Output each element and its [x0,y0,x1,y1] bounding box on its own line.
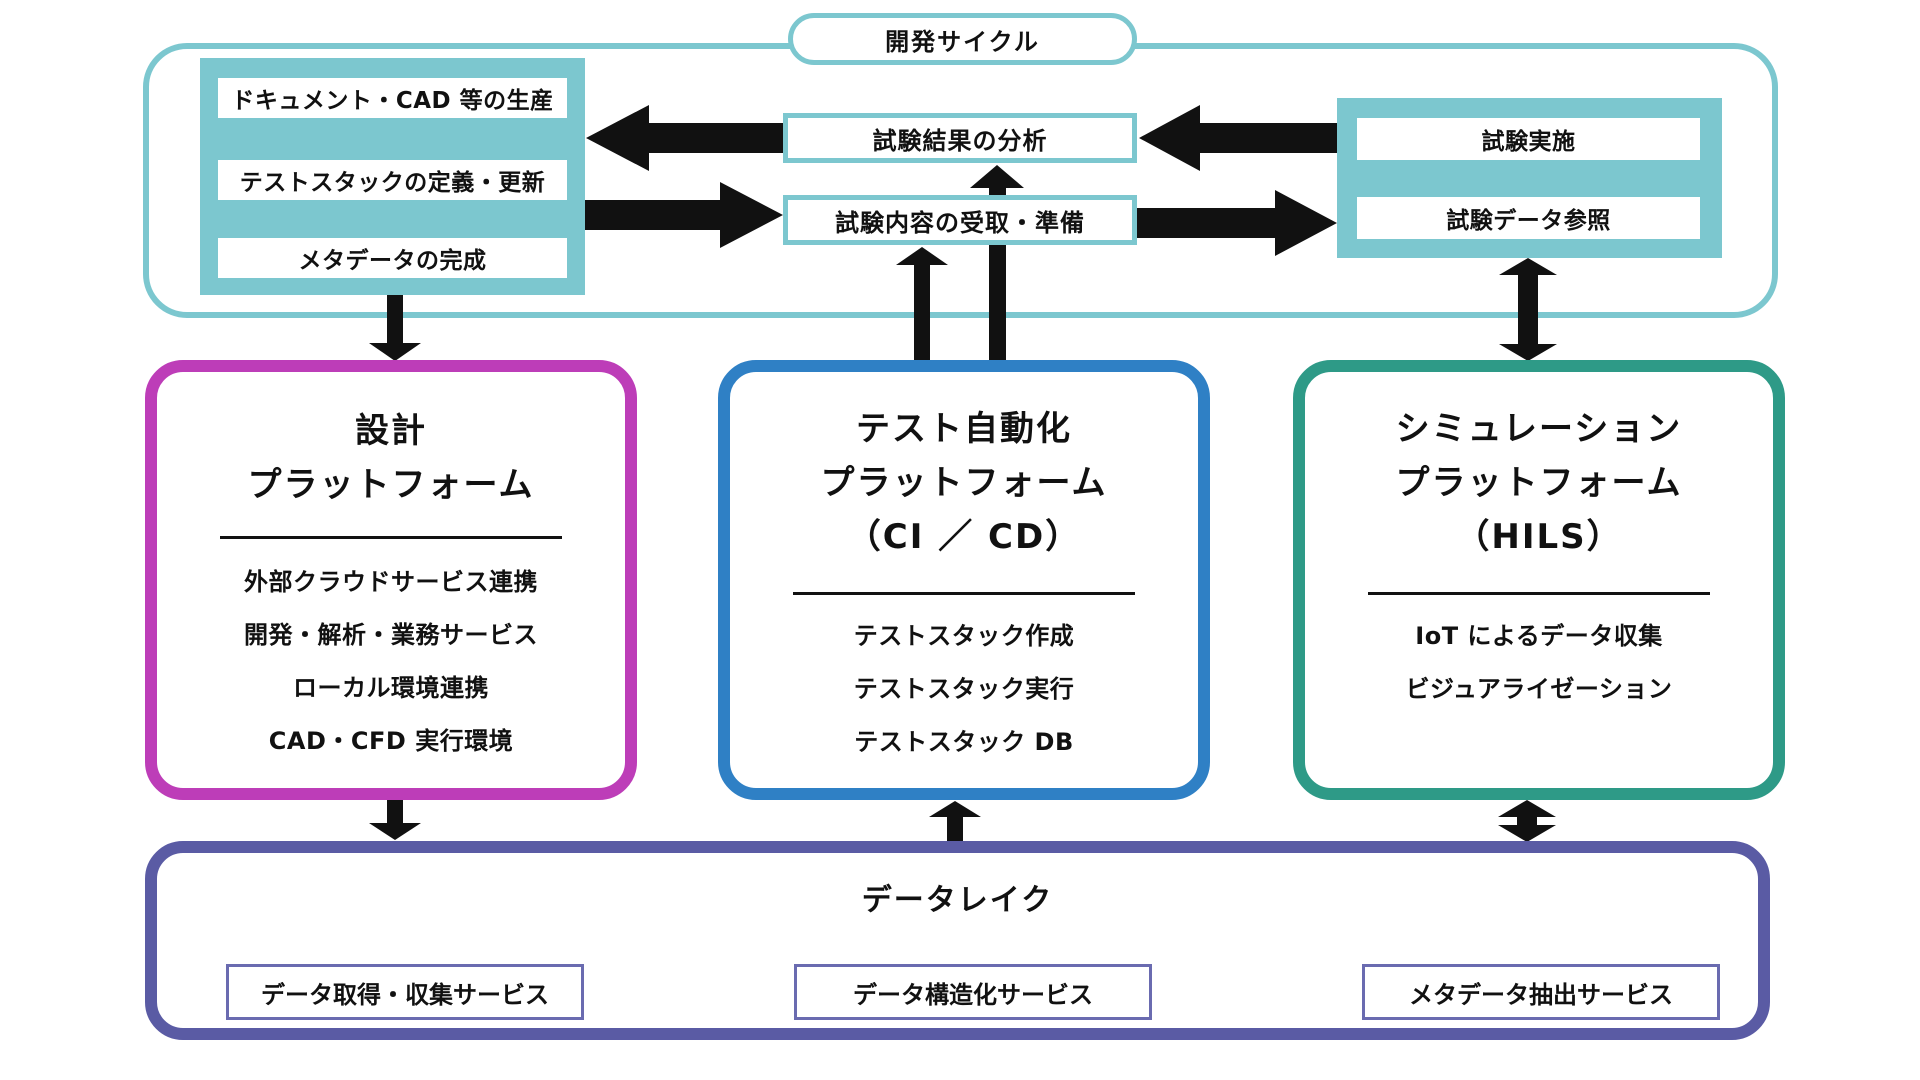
design-item-cad-cfd: CAD・CFD 実行環境 [268,727,514,755]
dev-cycle-label-pill: 開発サイクル [788,13,1137,65]
arrow-testdata-sim-bidirectional [1499,258,1557,361]
metadata-completion-box: メタデータの完成 [218,238,567,278]
datalake-item-metadata: メタデータ抽出サービス [1362,964,1720,1020]
arrow-analysis-to-design-block [586,105,783,171]
design-item-cloud: 外部クラウドサービス連携 [244,568,538,596]
datalake-box: データレイク データ取得・収集サービス データ構造化サービス メタデータ抽出サー… [145,841,1770,1040]
test-item-create: テストスタック作成 [853,622,1075,650]
test-data-reference-box: 試験データ参照 [1357,197,1700,239]
arrow-sim-datalake-bidirectional [1498,800,1556,842]
arrow-receive-to-test-data [1137,190,1337,256]
test-activities-block: 試験実施 試験データ参照 [1337,98,1722,258]
test-content-receive-box: 試験内容の受取・準備 [783,195,1137,245]
arrow-datalake-to-testauto [929,801,981,841]
design-platform-title-line2: プラットフォーム [247,465,535,505]
design-platform-divider [220,536,562,539]
simulation-platform-title: シミュレーション プラットフォーム （HILS） [1305,402,1773,564]
arrow-test-exec-to-analysis [1139,105,1337,171]
doc-cad-production-box: ドキュメント・CAD 等の生産 [218,78,567,118]
test-platform-title-line1: テスト自動化 [856,409,1072,449]
sim-item-visualization: ビジュアライゼーション [1405,675,1673,703]
dev-cycle-label: 開発サイクル [885,27,1040,56]
sim-platform-title-line2: プラットフォーム [1395,463,1683,503]
test-platform-divider [793,592,1135,595]
test-execution-box: 試験実施 [1357,118,1700,160]
design-platform-items: 外部クラウドサービス連携 開発・解析・業務サービス ローカル環境連携 CAD・C… [157,553,625,765]
test-automation-platform-title: テスト自動化 プラットフォーム （CI ／ CD） [730,402,1198,564]
design-platform-title: 設計 プラットフォーム [157,404,625,512]
test-platform-title-line2: プラットフォーム [820,463,1108,503]
test-platform-title-line3: （CI ／ CD） [846,517,1082,557]
simulation-platform-box: シミュレーション プラットフォーム （HILS） IoT によるデータ収集 ビジ… [1293,360,1785,800]
test-content-receive-label: 試験内容の受取・準備 [835,208,1085,237]
datalake-title: データレイク [861,883,1054,918]
design-activities-block: ドキュメント・CAD 等の生産 テストスタックの定義・更新 メタデータの完成 [200,58,585,295]
design-platform-box: 設計 プラットフォーム 外部クラウドサービス連携 開発・解析・業務サービス ロー… [145,360,637,800]
arrow-block-to-design-platform [369,293,421,361]
datalake-item-structuring: データ構造化サービス [794,964,1152,1020]
arrow-testauto-to-receive [896,247,948,363]
test-item-run: テストスタック実行 [853,675,1075,703]
test-automation-platform-box: テスト自動化 プラットフォーム （CI ／ CD） テストスタック作成 テストス… [718,360,1210,800]
design-platform-title-line1: 設計 [355,411,427,451]
design-item-services: 開発・解析・業務サービス [244,621,538,649]
test-result-analysis-box: 試験結果の分析 [783,113,1137,163]
datalake-item-acquisition: データ取得・収集サービス [226,964,584,1020]
design-item-local: ローカル環境連携 [293,674,489,702]
sim-item-iot: IoT によるデータ収集 [1415,622,1663,650]
arrow-design-to-datalake [369,800,421,840]
sim-platform-title-line1: シミュレーション [1395,409,1683,449]
arrow-design-block-to-receive [585,182,783,248]
test-result-analysis-label: 試験結果の分析 [872,126,1048,155]
test-platform-items: テストスタック作成 テストスタック実行 テストスタック DB [730,607,1198,766]
test-item-db: テストスタック DB [854,728,1074,756]
sim-platform-items: IoT によるデータ収集 ビジュアライゼーション [1305,607,1773,713]
sim-platform-divider [1368,592,1710,595]
sim-platform-title-line3: （HILS） [1455,517,1623,557]
teststack-definition-box: テストスタックの定義・更新 [218,160,567,200]
arrow-testauto-to-analysis [970,165,1024,363]
